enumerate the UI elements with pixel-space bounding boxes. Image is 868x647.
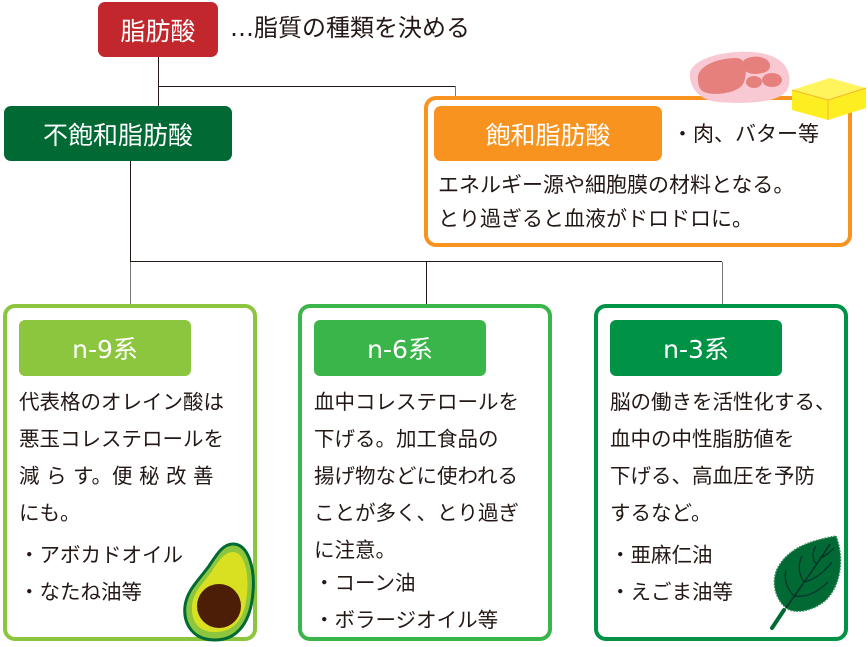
n3-description-line: 下げる、高血圧を予防 bbox=[610, 464, 815, 488]
saturated-description-line: エネルギー源や細胞膜の材料となる。 bbox=[438, 173, 795, 197]
n9-example: ・なたね油等 bbox=[19, 580, 142, 604]
n9-description-line: にも。 bbox=[19, 501, 81, 525]
n9-label: n-9系 bbox=[19, 320, 191, 376]
saturated-examples: ・肉、バター等 bbox=[672, 122, 819, 146]
connector-root-down bbox=[158, 57, 159, 106]
n6-description: 血中コレステロールを 下げる。加工食品の 揚げ物などに使われる ことが多く、とり… bbox=[314, 384, 546, 569]
n9-examples: ・アボカドオイル ・なたね油等 bbox=[19, 537, 183, 611]
unsaturated-fatty-acid-label: 不飽和脂肪酸 bbox=[42, 120, 193, 150]
n3-examples: ・亜麻仁油 ・えごま油等 bbox=[610, 537, 733, 611]
fatty-acid-root-node: 脂肪酸 bbox=[98, 2, 218, 57]
connector-n3-down bbox=[722, 262, 723, 305]
n6-label: n-6系 bbox=[314, 320, 486, 376]
n9-card: n-9系 代表格のオレイン酸は 悪玉コレステロールを 減 ら す。便 秘 改 善… bbox=[3, 304, 257, 642]
connector-unsaturated-down bbox=[130, 161, 131, 262]
n3-card: n-3系 脳の働きを活性化する、 血中の中性脂肪値を 下げる、高血圧を予防 する… bbox=[594, 304, 848, 641]
n9-description-line: 減 ら す。便 秘 改 善 bbox=[19, 464, 214, 488]
saturated-description-line: とり過ぎると血液がドロドロに。 bbox=[438, 207, 753, 231]
n6-description-line: 揚げ物などに使われる bbox=[314, 464, 518, 488]
n3-description: 脳の働きを活性化する、 血中の中性脂肪値を 下げる、高血圧を予防 するなど。 bbox=[610, 384, 842, 532]
n3-description-line: 脳の働きを活性化する、 bbox=[610, 390, 836, 414]
connector-root-branch bbox=[158, 86, 455, 87]
meat-icon bbox=[689, 51, 790, 103]
n3-description-line: するなど。 bbox=[610, 501, 712, 525]
n9-description: 代表格のオレイン酸は 悪玉コレステロールを 減 ら す。便 秘 改 善 にも。 bbox=[19, 384, 251, 532]
saturated-fatty-acid-node: 飽和脂肪酸 bbox=[434, 106, 662, 161]
n6-description-line: ことが多く、とり過ぎ bbox=[314, 501, 519, 525]
n9-example: ・アボカドオイル bbox=[19, 543, 183, 567]
n3-description-line: 血中の中性脂肪値を bbox=[610, 427, 795, 451]
avocado-icon bbox=[183, 542, 255, 642]
n6-description-line: に注意。 bbox=[314, 538, 396, 562]
leaf-icon bbox=[770, 535, 842, 630]
n6-example: ・ボラージオイル等 bbox=[314, 608, 499, 632]
n6-description-line: 下げる。加工食品の bbox=[314, 427, 499, 451]
connector-n6-down bbox=[426, 262, 427, 305]
connector-saturated-down bbox=[455, 86, 456, 98]
unsaturated-fatty-acid-node: 不飽和脂肪酸 bbox=[4, 106, 232, 161]
n9-description-line: 悪玉コレステロールを bbox=[19, 427, 224, 451]
n6-card: n-6系 血中コレステロールを 下げる。加工食品の 揚げ物などに使われる ことが… bbox=[298, 304, 552, 641]
fatty-acid-root-description: …脂質の種類を決める bbox=[230, 14, 470, 42]
n6-description-line: 血中コレステロールを bbox=[314, 390, 519, 414]
butter-icon bbox=[791, 78, 867, 120]
n3-label: n-3系 bbox=[610, 320, 782, 376]
connector-types-branch bbox=[130, 261, 722, 262]
n9-description-line: 代表格のオレイン酸は bbox=[19, 390, 224, 414]
connector-n9-down bbox=[130, 262, 131, 305]
n6-examples: ・コーン油 ・ボラージオイル等 bbox=[314, 565, 498, 639]
saturated-fatty-acid-label: 飽和脂肪酸 bbox=[485, 120, 611, 150]
n3-example: ・亜麻仁油 bbox=[610, 543, 713, 567]
fatty-acid-root-label: 脂肪酸 bbox=[120, 16, 196, 46]
n3-example: ・えごま油等 bbox=[610, 580, 733, 604]
n6-example: ・コーン油 bbox=[314, 571, 416, 595]
